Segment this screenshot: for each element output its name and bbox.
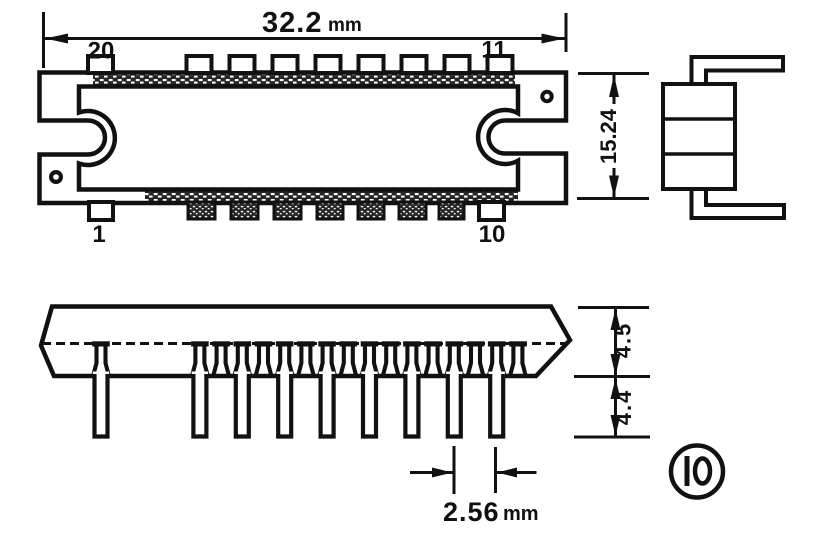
svg-text:4.4: 4.4 [611,389,636,426]
svg-text:32.2: 32.2 [262,7,322,39]
svg-text:4.5: 4.5 [611,322,636,359]
svg-text:1: 1 [92,221,105,248]
svg-text:11: 11 [481,37,506,64]
svg-text:15.24: 15.24 [596,108,621,164]
svg-text:10: 10 [479,221,506,248]
svg-text:20: 20 [88,38,115,65]
svg-text:mm: mm [503,503,539,525]
svg-text:2.56: 2.56 [443,497,500,527]
svg-text:mm: mm [328,15,362,36]
